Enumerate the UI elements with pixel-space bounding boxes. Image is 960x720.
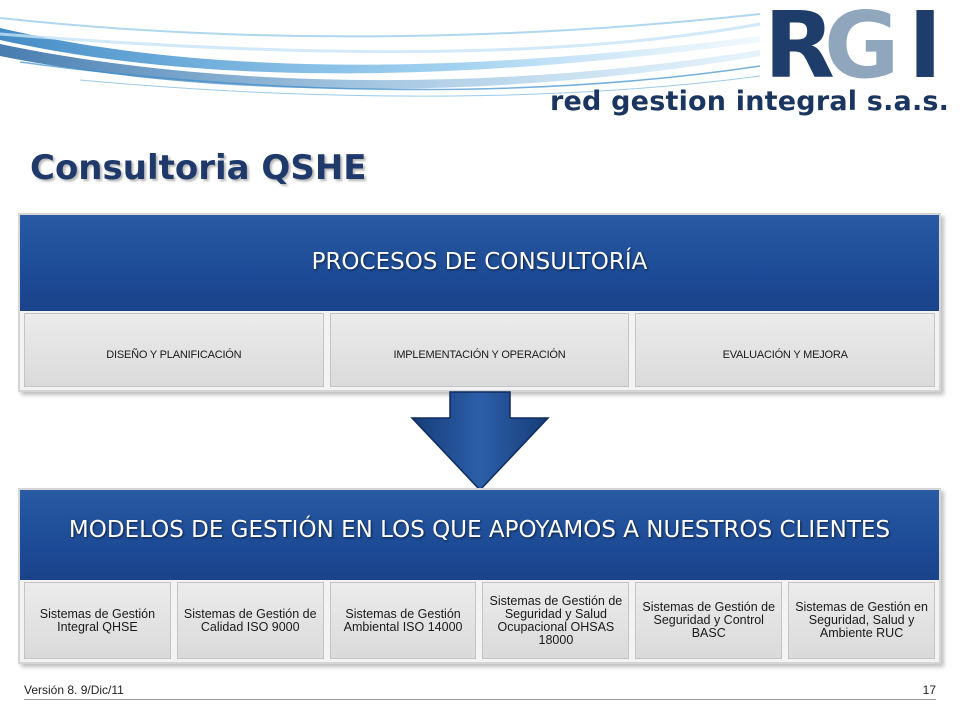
logo-letter-i: I (908, 0, 942, 99)
consulting-process-panel: PROCESOS DE CONSULTORÍA DISEÑO Y PLANIFI… (18, 213, 941, 392)
company-name: red gestion integral s.a.s. (550, 86, 950, 117)
model-basc: Sistemas de Gestión de Seguridad y Contr… (635, 582, 783, 659)
logo-letter-g: G (824, 0, 900, 99)
step-evaluation-improvement: EVALUACIÓN Y MEJORA (635, 313, 936, 387)
header-swoosh-decoration (0, 13, 761, 97)
management-models-panel: MODELOS DE GESTIÓN EN LOS QUE APOYAMOS A… (18, 488, 941, 664)
footer-version: Versión 8. 9/Dic/11 (24, 683, 124, 697)
model-ohsas-18000: Sistemas de Gestión de Seguridad y Salud… (482, 582, 630, 659)
management-models-header: MODELOS DE GESTIÓN EN LOS QUE APOYAMOS A… (20, 490, 939, 580)
model-ruc: Sistemas de Gestión en Seguridad, Salud … (788, 582, 935, 659)
footer-divider (24, 699, 936, 700)
logo-letter-r: R (764, 0, 835, 99)
step-design-planning: DISEÑO Y PLANIFICACIÓN (24, 313, 324, 387)
consulting-steps: DISEÑO Y PLANIFICACIÓN IMPLEMENTACIÓN Y … (24, 313, 936, 387)
logo-letters: R G I (760, 0, 950, 100)
management-models-list: Sistemas de Gestión Integral QHSE Sistem… (24, 582, 935, 659)
consulting-process-header: PROCESOS DE CONSULTORÍA (20, 215, 939, 311)
model-iso-14000: Sistemas de Gestión Ambiental ISO 14000 (329, 582, 477, 659)
model-iso-9000: Sistemas de Gestión de Calidad ISO 9000 (176, 582, 324, 659)
down-arrow-icon (410, 391, 550, 492)
model-qhse: Sistemas de Gestión Integral QHSE (24, 582, 171, 659)
company-logo: R G I (760, 0, 950, 100)
footer-page-number: 17 (922, 683, 936, 697)
step-implementation-operation: IMPLEMENTACIÓN Y OPERACIÓN (329, 313, 630, 387)
page-title: Consultoria QSHE (30, 148, 367, 188)
